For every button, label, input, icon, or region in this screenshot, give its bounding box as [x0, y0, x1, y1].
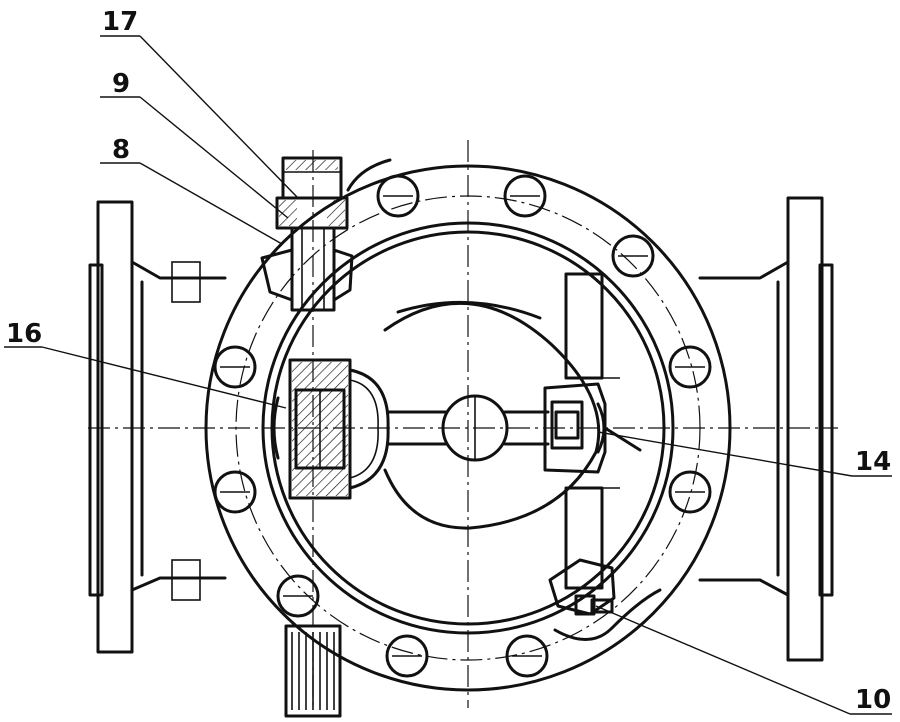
right-flange — [698, 196, 834, 662]
centerlines — [88, 140, 838, 708]
bottom-plug-assembly — [548, 558, 616, 616]
bottom-shaft — [284, 624, 342, 718]
right-actuator — [543, 272, 642, 590]
flange-bolts — [213, 174, 712, 678]
seat-disc-assembly — [272, 358, 390, 500]
callout-8: 8 — [100, 135, 283, 245]
callout-label-9: 9 — [112, 69, 130, 99]
top-plug-assembly — [260, 156, 354, 312]
callout-16: 16 — [4, 319, 287, 409]
callout-label-16: 16 — [6, 319, 42, 349]
callout-label-14: 14 — [855, 447, 891, 477]
callout-label-10: 10 — [855, 685, 891, 715]
callout-label-8: 8 — [112, 135, 130, 165]
callout-label-17: 17 — [102, 7, 138, 37]
callout-9: 9 — [100, 69, 289, 219]
callout-10: 10 — [595, 605, 892, 715]
spindle-ball — [383, 300, 601, 530]
callout-17: 17 — [100, 7, 299, 199]
callout-14: 14 — [597, 431, 892, 477]
